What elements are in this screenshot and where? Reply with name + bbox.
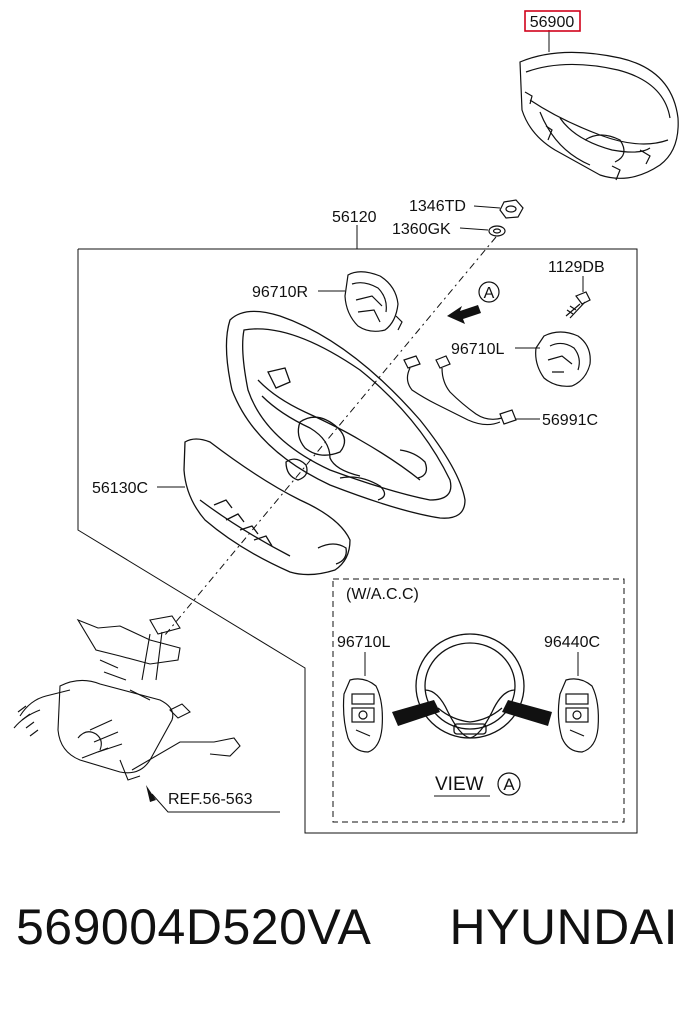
harness-callout: 56991C xyxy=(542,412,598,429)
view-arrow xyxy=(447,305,481,324)
airbag-highlight-box xyxy=(524,10,581,32)
washer-callout: 1360GK xyxy=(392,221,451,238)
assembly-bracket xyxy=(77,248,638,834)
switch-left-callout: 96710L xyxy=(451,341,504,358)
switch-right-callout: 96710R xyxy=(252,284,308,301)
steering-column xyxy=(13,615,241,781)
view-marker: A xyxy=(484,285,495,302)
nut-callout: 1346TD xyxy=(409,198,466,215)
inset-wheel xyxy=(415,633,525,739)
inset-switch-right xyxy=(557,678,599,753)
inset-switch-right-callout: 96440C xyxy=(544,634,600,651)
steering-wheel-parts-diagram: 56900 1346TD 1360GK 56120 96710R xyxy=(13,10,679,834)
inset-view-marker-circle xyxy=(497,772,521,796)
inset-right-arrow xyxy=(502,700,552,726)
switch-left-part xyxy=(535,331,591,387)
harness-part xyxy=(403,355,517,426)
assembly-axis xyxy=(164,236,497,636)
inset-switch-left xyxy=(342,678,383,753)
nut-part xyxy=(499,199,524,219)
inset-view-marker: A xyxy=(503,775,515,794)
acc-inset-box xyxy=(332,578,625,823)
steering-wheel xyxy=(225,310,466,519)
screw-part xyxy=(565,291,591,319)
acc-inset-title: (W/A.C.C) xyxy=(346,586,419,603)
part-number: 569004D520VA xyxy=(16,899,372,955)
inset-switch-left-callout: 96710L xyxy=(337,634,390,651)
inset-view-label: VIEW xyxy=(435,774,484,795)
cover-callout: 56130C xyxy=(92,480,148,497)
screw-callout: 1129DB xyxy=(548,259,605,276)
inset-left-arrow xyxy=(392,700,440,726)
view-marker-circle xyxy=(478,281,500,303)
reference-callout: REF.56-563 xyxy=(168,791,253,808)
reference-arrow xyxy=(146,785,156,802)
washer-part xyxy=(488,225,506,237)
footer: 569004D520VA HYUNDAI xyxy=(0,898,694,988)
brand-name: HYUNDAI xyxy=(449,899,678,955)
switch-right-part xyxy=(344,271,403,332)
airbag-module xyxy=(519,51,679,181)
wheel-callout: 56120 xyxy=(332,209,377,226)
cover-part xyxy=(183,438,351,576)
airbag-callout: 56900 xyxy=(530,14,575,31)
